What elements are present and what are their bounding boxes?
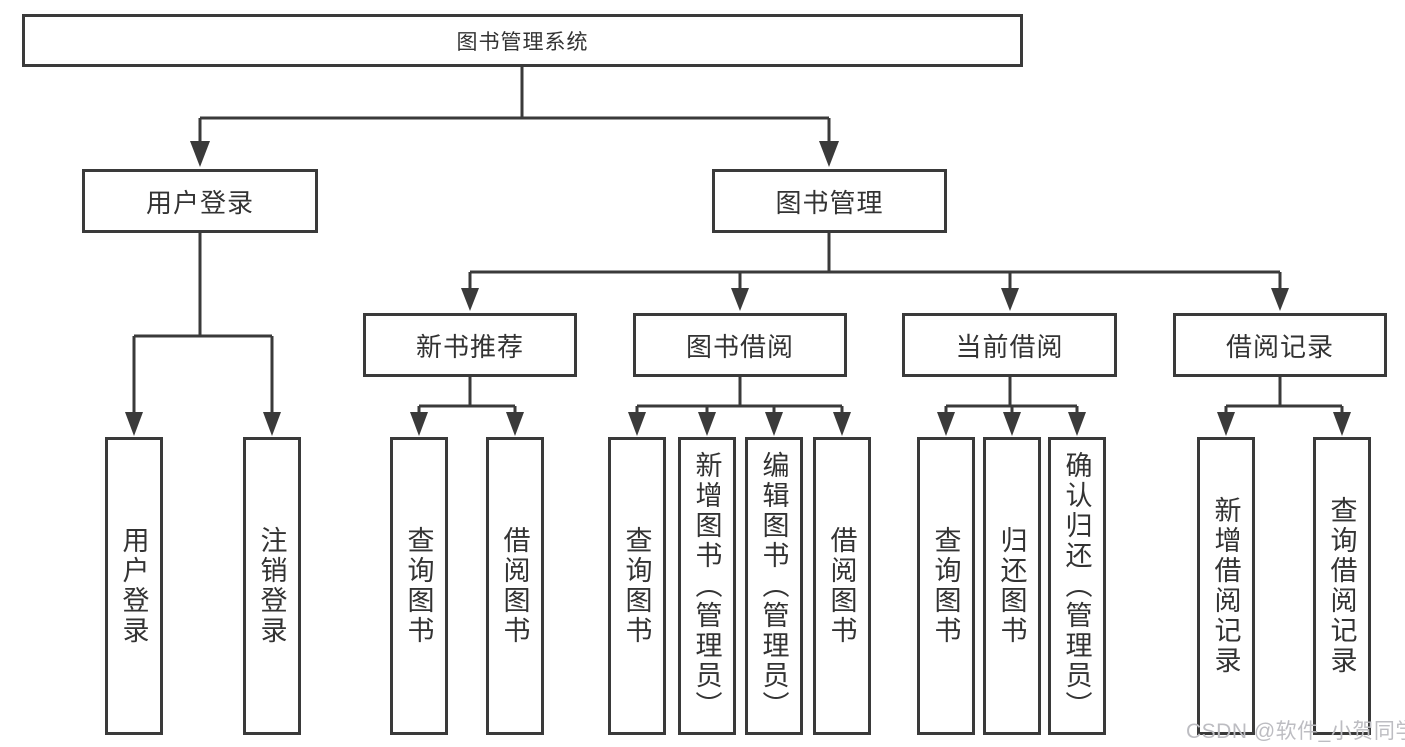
- leaf-label: 借阅图书: [826, 526, 857, 646]
- connector-line: [198, 67, 831, 142]
- leaf-label: 查询借阅记录: [1326, 496, 1357, 676]
- connector-current-borrow-children: [937, 377, 1086, 436]
- leaf-edit-books-admin: 编辑图书（管理员）: [745, 437, 803, 735]
- leaf-add-books-admin: 新增图书（管理员）: [678, 437, 736, 735]
- leaf-label: 确认归还（管理员）: [1061, 451, 1092, 721]
- arrow-down-icon: [461, 288, 479, 311]
- arrow-down-icon: [1068, 412, 1086, 436]
- leaf-label: 查询图书: [403, 526, 434, 646]
- arrow-down-icon: [125, 412, 143, 436]
- node-label: 新书推荐: [415, 331, 524, 362]
- arrow-down-icon: [819, 141, 839, 167]
- node-label: 当前借阅: [955, 331, 1064, 362]
- leaf-borrow-books-borrow: 借阅图书: [813, 437, 871, 735]
- connector-line: [417, 377, 517, 414]
- leaf-label: 归还图书: [996, 526, 1027, 646]
- arrow-down-icon: [1217, 412, 1235, 436]
- connector-root-to-level2: [190, 67, 839, 167]
- leaf-label: 编辑图书（管理员）: [758, 451, 789, 721]
- connector-book-borrow-children: [628, 377, 851, 436]
- node-user-login: 用户登录: [82, 169, 318, 233]
- leaf-label: 查询图书: [621, 526, 652, 646]
- arrow-down-icon: [1271, 288, 1289, 311]
- connector-borrow-records-children: [1217, 377, 1351, 436]
- leaf-label: 查询图书: [930, 526, 961, 646]
- node-book-borrow: 图书借阅: [633, 313, 847, 377]
- leaf-label: 注销登录: [256, 526, 287, 646]
- arrow-down-icon: [410, 412, 428, 436]
- connector-line: [635, 377, 844, 414]
- connector-user-login-children: [125, 233, 281, 436]
- leaf-add-borrow-record: 新增借阅记录: [1197, 437, 1255, 735]
- node-book-management: 图书管理: [712, 169, 947, 233]
- node-label: 图书管理系统: [456, 30, 589, 54]
- arrow-down-icon: [698, 412, 716, 436]
- arrow-down-icon: [833, 412, 851, 436]
- arrow-down-icon: [1003, 412, 1021, 436]
- leaf-confirm-return-admin: 确认归还（管理员）: [1048, 437, 1106, 735]
- leaf-logout: 注销登录: [243, 437, 301, 735]
- arrow-down-icon: [1001, 288, 1019, 311]
- leaf-label: 新增借阅记录: [1210, 496, 1241, 676]
- node-new-book-recommend: 新书推荐: [363, 313, 577, 377]
- leaf-query-books-borrow: 查询图书: [608, 437, 666, 735]
- node-root-library-system: 图书管理系统: [22, 14, 1023, 67]
- connector-book-management-children: [461, 233, 1289, 311]
- node-label: 图书管理: [775, 187, 884, 218]
- arrow-down-icon: [263, 412, 281, 436]
- node-current-borrow: 当前借阅: [902, 313, 1117, 377]
- connector-new-book-children: [410, 377, 524, 436]
- leaf-query-borrow-record: 查询借阅记录: [1313, 437, 1371, 735]
- arrow-down-icon: [937, 412, 955, 436]
- arrow-down-icon: [628, 412, 646, 436]
- node-borrow-records: 借阅记录: [1173, 313, 1387, 377]
- leaf-return-books: 归还图书: [983, 437, 1041, 735]
- leaf-user-login: 用户登录: [105, 437, 163, 735]
- arrow-down-icon: [765, 412, 783, 436]
- watermark: CSDN @软件_小贺同学: [1186, 720, 1405, 743]
- node-label: 借阅记录: [1225, 331, 1334, 362]
- node-label: 图书借阅: [685, 331, 794, 362]
- arrow-down-icon: [506, 412, 524, 436]
- connector-line: [468, 233, 1282, 290]
- leaf-query-books-current: 查询图书: [917, 437, 975, 735]
- leaf-borrow-books-recommend: 借阅图书: [486, 437, 544, 735]
- connector-line: [132, 233, 274, 414]
- arrow-down-icon: [1333, 412, 1351, 436]
- leaf-label: 新增图书（管理员）: [691, 451, 722, 721]
- connector-line: [1224, 377, 1344, 414]
- arrow-down-icon: [190, 141, 210, 167]
- leaf-label: 用户登录: [118, 526, 149, 646]
- leaf-query-books-recommend: 查询图书: [390, 437, 448, 735]
- connector-line: [944, 377, 1079, 414]
- node-label: 用户登录: [145, 187, 254, 218]
- arrow-down-icon: [731, 288, 749, 311]
- leaf-label: 借阅图书: [499, 526, 530, 646]
